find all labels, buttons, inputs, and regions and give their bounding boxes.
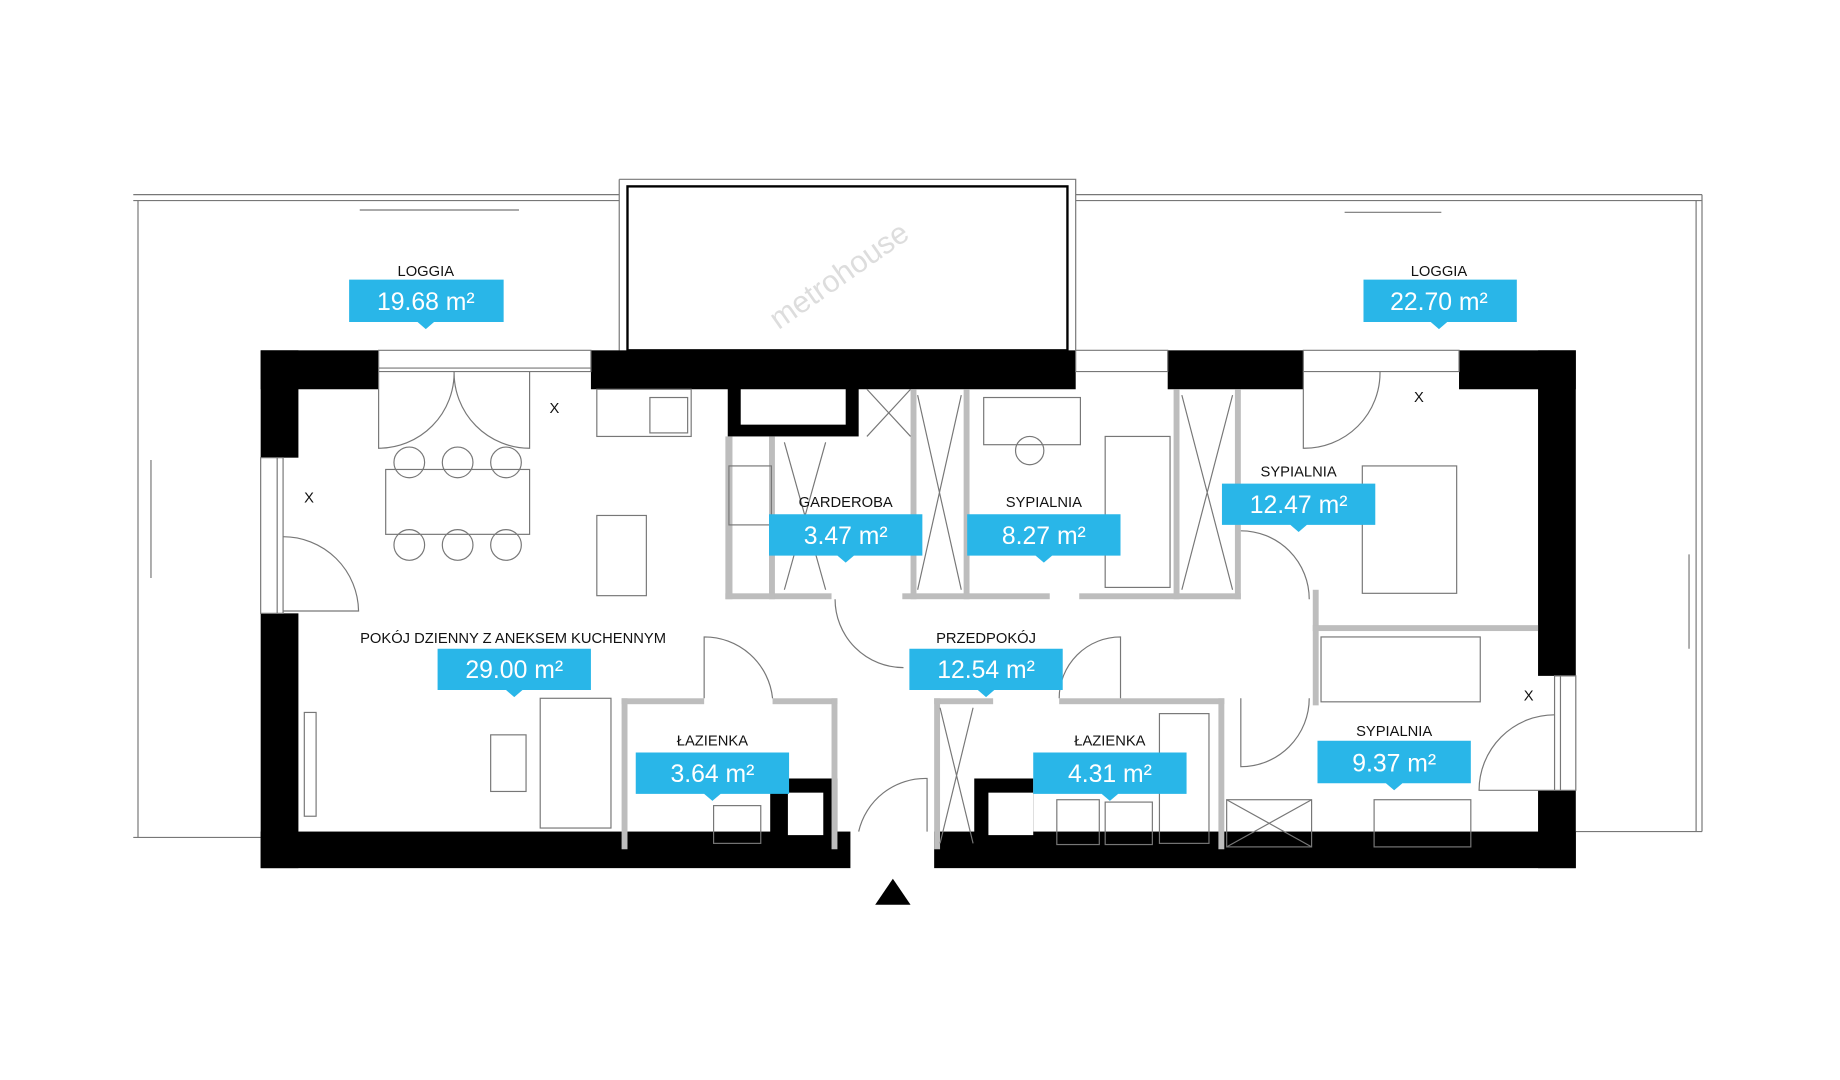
svg-text:9.37 m²: 9.37 m² — [1352, 750, 1436, 777]
room-label-garderoba: GARDEROBA 3.47 m² — [769, 495, 923, 563]
svg-text:POKÓJ DZIENNY Z ANEKSEM KUCHEN: POKÓJ DZIENNY Z ANEKSEM KUCHENNYM — [360, 630, 666, 647]
svg-text:SYPIALNIA: SYPIALNIA — [1006, 495, 1082, 511]
svg-text:4.31 m²: 4.31 m² — [1068, 761, 1152, 788]
svg-text:SYPIALNIA: SYPIALNIA — [1356, 724, 1432, 740]
svg-text:ŁAZIENKA: ŁAZIENKA — [677, 733, 748, 749]
windows — [260, 349, 1577, 791]
svg-text:PRZEDPOKÓJ: PRZEDPOKÓJ — [936, 630, 1036, 647]
svg-text:12.54 m²: 12.54 m² — [937, 657, 1035, 684]
room-label-loggia-left: LOGGIA 19.68 m² — [349, 264, 504, 330]
watermark: metrohouse — [763, 215, 915, 336]
svg-text:8.27 m²: 8.27 m² — [1002, 523, 1086, 550]
mark-x: X — [1414, 390, 1424, 406]
svg-text:3.64 m²: 3.64 m² — [670, 761, 754, 788]
room-label-loggia-right: LOGGIA 22.70 m² — [1363, 264, 1517, 330]
room-label-living-room: POKÓJ DZIENNY Z ANEKSEM KUCHENNYM 29.00 … — [360, 630, 666, 698]
svg-text:19.68 m²: 19.68 m² — [377, 289, 475, 316]
room-label-sypialnia-1: SYPIALNIA 8.27 m² — [967, 495, 1121, 563]
svg-text:SYPIALNIA: SYPIALNIA — [1261, 465, 1337, 481]
svg-text:3.47 m²: 3.47 m² — [804, 523, 888, 550]
svg-text:29.00 m²: 29.00 m² — [465, 657, 563, 684]
triangle-up-icon — [875, 878, 911, 905]
x-marks: X X X X — [304, 390, 1534, 704]
room-label-lazienka-1: ŁAZIENKA 3.64 m² — [635, 733, 790, 801]
svg-text:22.70 m²: 22.70 m² — [1390, 289, 1488, 316]
mark-x: X — [549, 401, 559, 417]
room-label-przedpokoj: PRZEDPOKÓJ 12.54 m² — [909, 630, 1063, 698]
svg-text:GARDEROBA: GARDEROBA — [799, 495, 893, 511]
room-label-lazienka-2: ŁAZIENKA 4.31 m² — [1033, 733, 1187, 801]
exterior-walls — [260, 350, 1576, 869]
svg-text:12.47 m²: 12.47 m² — [1250, 492, 1348, 519]
room-label-sypialnia-2: SYPIALNIA 12.47 m² — [1221, 465, 1376, 532]
mark-x: X — [304, 490, 314, 506]
svg-text:LOGGIA: LOGGIA — [398, 264, 455, 280]
svg-text:ŁAZIENKA: ŁAZIENKA — [1074, 733, 1145, 749]
mark-x: X — [1524, 689, 1534, 705]
room-label-sypialnia-3: SYPIALNIA 9.37 m² — [1317, 724, 1471, 791]
svg-text:LOGGIA: LOGGIA — [1411, 264, 1468, 280]
